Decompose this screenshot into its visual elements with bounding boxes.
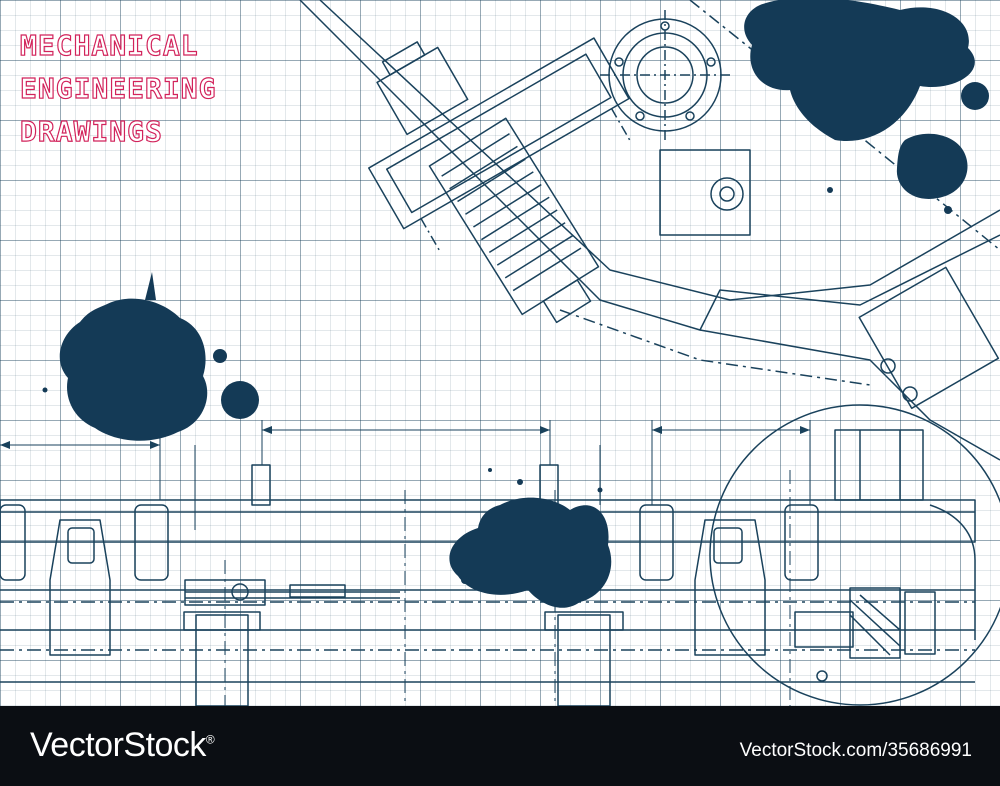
rotated-mechanism	[368, 37, 633, 254]
headline: MECHANICAL ENGINEERING DRAWINGS	[19, 24, 217, 153]
ink-drop	[42, 387, 48, 393]
bearing-flange	[600, 10, 751, 236]
posts	[183, 464, 624, 706]
ink-drop	[517, 479, 523, 485]
ink-splashes	[42, 0, 989, 608]
brand-name: VectorStock	[30, 726, 206, 764]
detail-circle	[709, 404, 1000, 706]
spring-assembly	[428, 117, 600, 324]
ink-drop	[597, 487, 603, 493]
ink-splash-top-right	[744, 0, 975, 141]
stock-footer-bar: VectorStock® VectorStock.com/35686991	[0, 706, 1000, 786]
right-bracket	[858, 266, 1000, 410]
dimension-arrows	[0, 426, 810, 449]
image-id: VectorStock.com/35686991	[739, 740, 972, 761]
headline-line-3: DRAWINGS	[19, 114, 163, 148]
ink-drop	[461, 576, 469, 584]
ink-drop	[827, 187, 833, 193]
ink-drop	[944, 206, 952, 214]
headline-line-2: ENGINEERING	[19, 71, 217, 105]
ink-drop	[213, 349, 227, 363]
trademark-symbol: ®	[205, 732, 215, 747]
vectorstock-logo: VectorStock®	[30, 726, 215, 765]
support-blocks	[0, 504, 819, 581]
technical-drawing	[0, 0, 1000, 706]
ink-splash-center	[449, 497, 612, 608]
dimension-lines	[0, 420, 811, 706]
ink-splash-left	[59, 298, 208, 441]
ink-drop	[221, 381, 259, 419]
clamp-units	[49, 519, 766, 656]
ink-splash-small-right	[896, 133, 968, 199]
headline-line-1: MECHANICAL	[19, 28, 199, 62]
ink-spike	[145, 272, 156, 300]
ink-drop	[961, 82, 989, 110]
ink-drop	[488, 468, 492, 472]
